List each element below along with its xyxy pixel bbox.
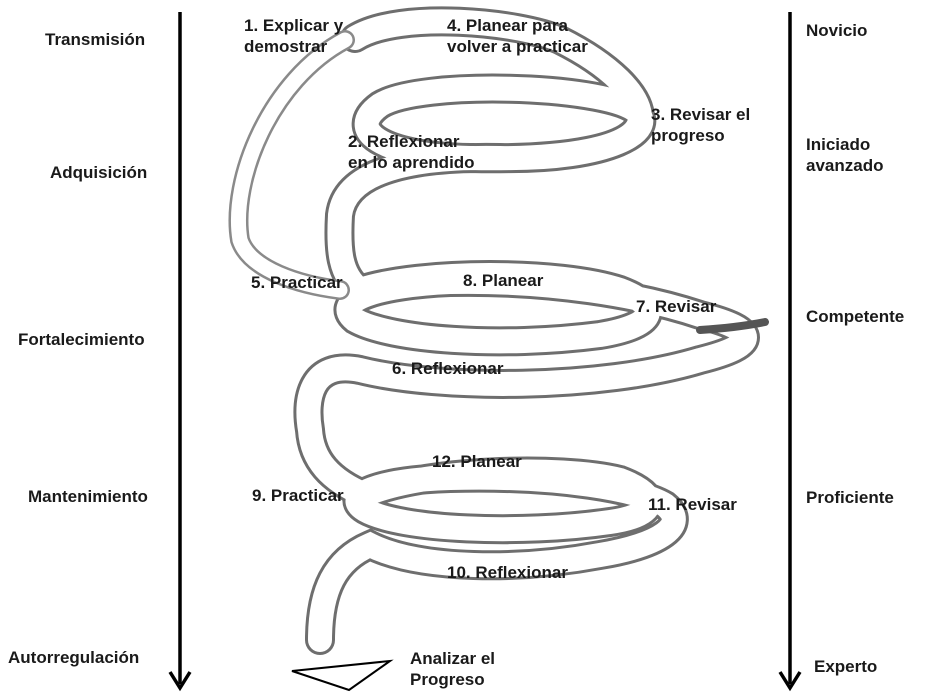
level-experto: Experto [814, 657, 878, 676]
step-6-label: 6. Reflexionar [392, 359, 504, 378]
spiral-tube [228, 6, 769, 655]
step-12-label: 12. Planear [432, 452, 522, 471]
stage-autorregulacion: Autorregulación [8, 648, 140, 667]
step-11-label: 11. Revisar [648, 495, 737, 514]
triangle-funnel-icon [291, 659, 394, 692]
final-step-label: Analizar el Progreso [410, 649, 496, 689]
stage-transmision: Transmisión [45, 30, 146, 49]
level-competente: Competente [806, 307, 905, 326]
stage-adquisicion: Adquisición [50, 163, 148, 182]
step-10-label: 10. Reflexionar [447, 563, 568, 582]
step-9-label: 9. Practicar [252, 486, 344, 505]
left-down-arrow-icon [168, 12, 192, 692]
level-iniciado-avanzado: Iniciado avanzado [806, 135, 884, 175]
level-novicio: Novicio [806, 21, 868, 40]
step-2-label: 2. Reflexionar en lo aprendido [348, 132, 475, 172]
step-7-label: 7. Revisar [636, 297, 717, 316]
level-proficiente: Proficiente [806, 488, 894, 507]
stage-fortalecimiento: Fortalecimiento [18, 330, 145, 349]
step-8-label: 8. Planear [463, 271, 544, 290]
step-3-label: 3. Revisar el progreso [651, 105, 751, 145]
step-1-label: 1. Explicar y demostrar [244, 16, 344, 56]
step-4-label: 4. Planear para volver a practicar [447, 16, 588, 56]
stage-mantenimiento: Mantenimiento [28, 487, 148, 506]
step-5-label: 5. Practicar [251, 273, 343, 292]
right-down-arrow-icon [778, 12, 802, 692]
